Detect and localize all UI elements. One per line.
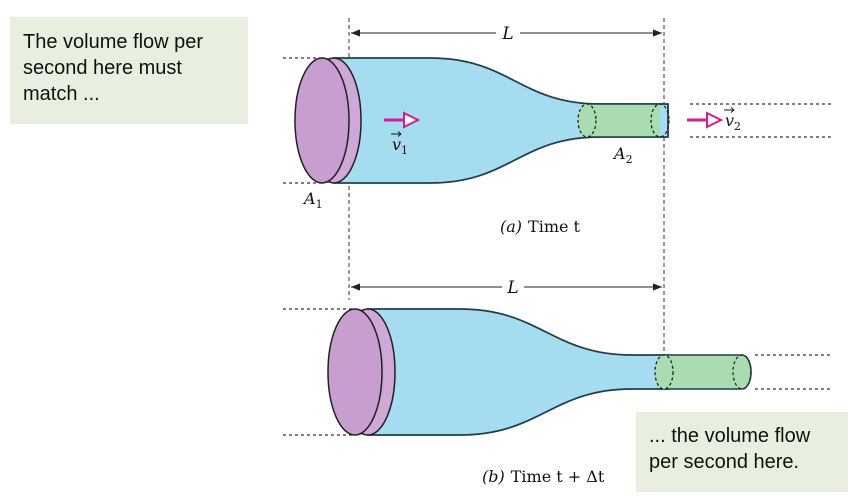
caption-a: (a)Time t (500, 217, 581, 236)
velocity-arrow-2: v2 (687, 107, 741, 133)
panel-a: L v1 v2 A1 A2 (a)Time t (283, 24, 832, 236)
caption-b: (b)Time t + Δt (482, 467, 605, 486)
callout-top-line-1: The volume flow per (23, 31, 204, 53)
velocity-1-subscript: 1 (401, 144, 408, 157)
length-dimension-b: L (351, 278, 662, 298)
fluid-tube-b (367, 308, 669, 436)
callout-bottom: ... the volume flow per second here. (636, 412, 848, 492)
cylinder-b1 (327, 308, 396, 436)
svg-text:v1: v1 (392, 135, 408, 157)
area-1-label: A1 (302, 189, 323, 211)
callout-top: The volume flow per second here must mat… (10, 17, 248, 124)
velocity-2-subscript: 2 (734, 120, 741, 133)
callout-top-line-2: second here must (23, 57, 182, 79)
velocity-arrow-1: v1 (384, 111, 421, 157)
callout-top-line-3: match ... (23, 83, 100, 105)
length-dimension-a: L (351, 24, 662, 44)
area-2-label: A2 (612, 144, 633, 166)
svg-text:v2: v2 (725, 111, 741, 133)
cylinder-a1 (294, 57, 362, 184)
callout-bottom-line-2: per second here. (649, 451, 800, 473)
panel-b: L (b)Time t + Δt (283, 278, 832, 486)
velocity-2-label: v (725, 111, 734, 130)
fluid-tube-a (333, 57, 669, 184)
velocity-1-label: v (392, 135, 401, 154)
cylinder-b2 (654, 354, 752, 390)
cylinder-a2 (577, 103, 670, 138)
length-label-b: L (506, 278, 518, 298)
callout-bottom-line-1: ... the volume flow (649, 425, 811, 447)
length-label-a: L (501, 24, 513, 44)
